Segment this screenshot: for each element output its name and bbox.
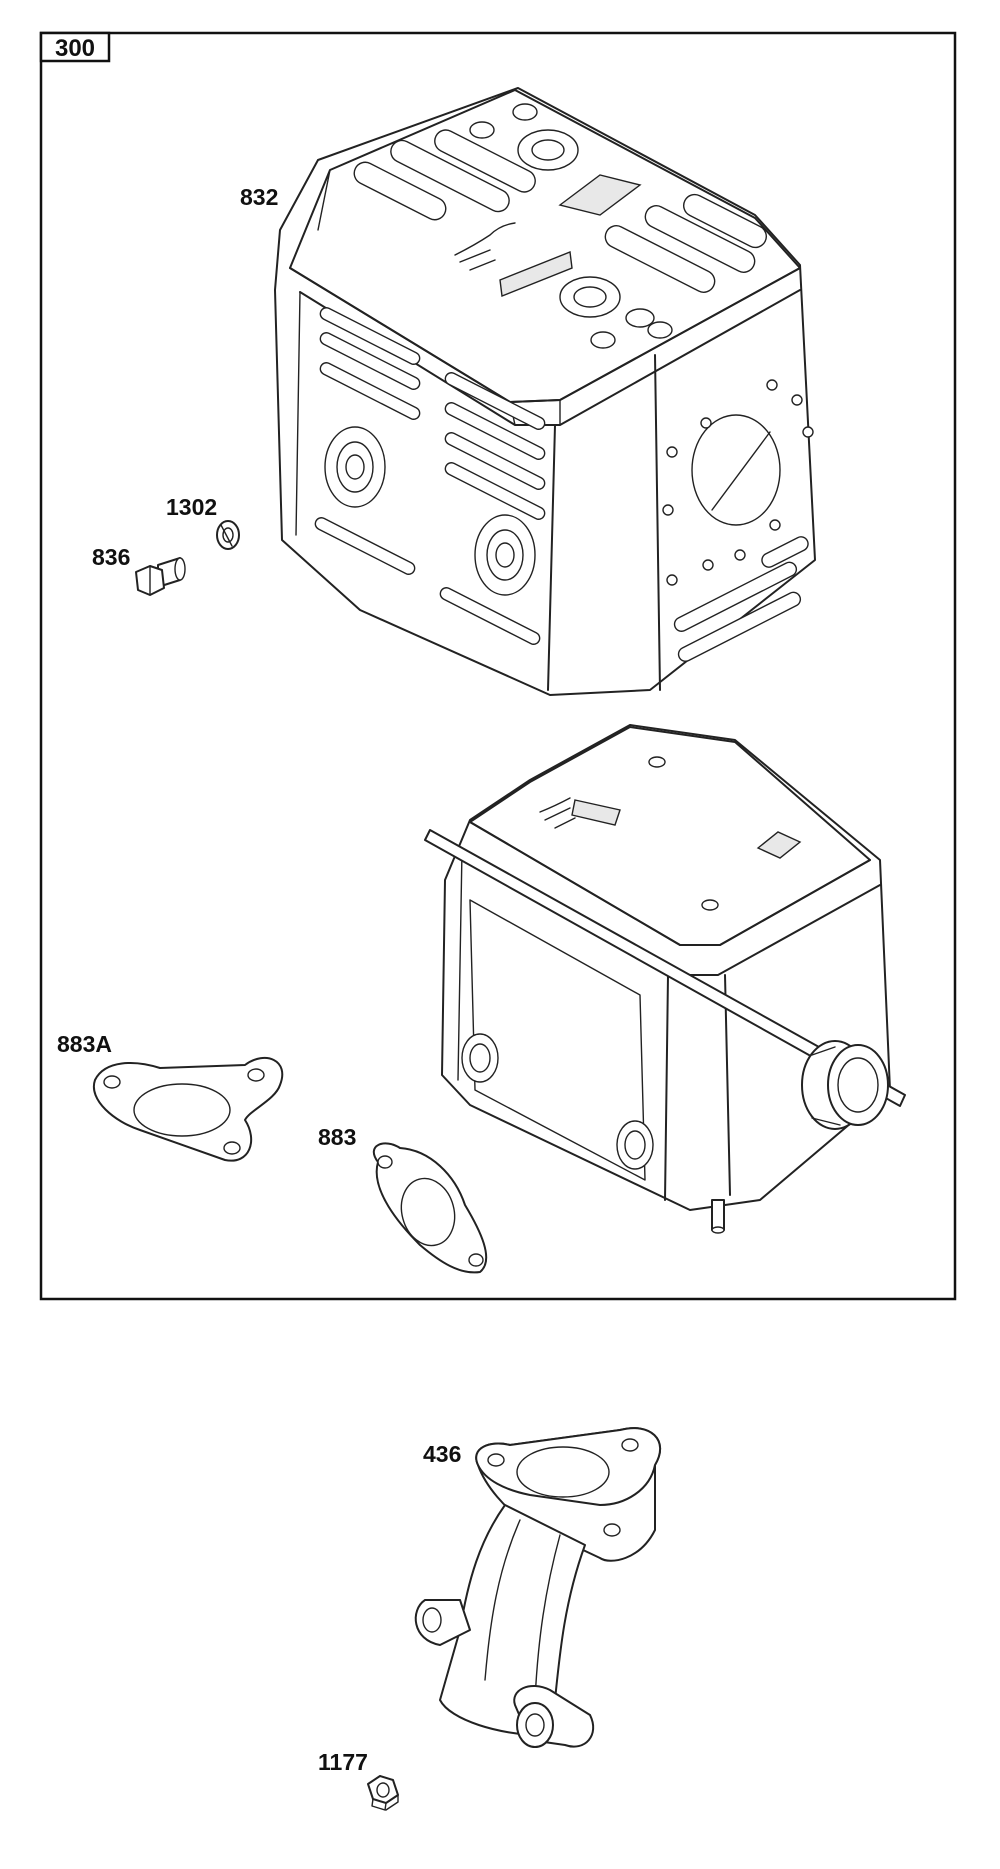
part-883-gasket[interactable] (372, 1142, 488, 1274)
label-436: 436 (423, 1441, 461, 1467)
group-label-box (39, 31, 111, 63)
group-label: 300 (55, 35, 95, 62)
part-832-muffler-guard[interactable] (274, 87, 816, 696)
label-1177: 1177 (318, 1749, 368, 1775)
label-832: 832 (240, 184, 278, 210)
label-1302: 1302 (166, 494, 217, 520)
part-1302-lock-washer[interactable] (216, 520, 240, 550)
part-883A-gasket[interactable] (92, 1056, 284, 1162)
part-436-exhaust-elbow[interactable] (414, 1427, 661, 1748)
part-836-screw[interactable] (135, 557, 186, 596)
assembly-group-frame (39, 31, 957, 1301)
label-883A: 883A (57, 1031, 112, 1057)
label-883: 883 (318, 1124, 356, 1150)
label-836: 836 (92, 544, 130, 570)
part-1177-hex-nut[interactable] (367, 1775, 399, 1811)
muffler-body[interactable] (424, 724, 906, 1234)
